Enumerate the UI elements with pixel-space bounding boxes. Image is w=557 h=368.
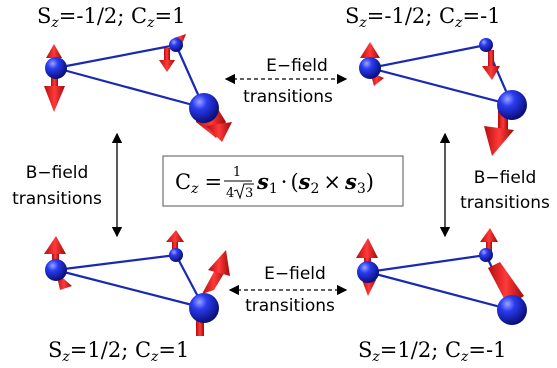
bonds xyxy=(367,253,513,312)
cz-value: 1 xyxy=(176,338,189,362)
sz-value: -1/2 xyxy=(384,4,425,28)
e-field-transition-top: E−field transitions xyxy=(224,56,348,107)
spin-arrow xyxy=(196,250,230,336)
svg-text:Sz=-1/2; Cz=-1: Sz=-1/2; Cz=-1 xyxy=(345,4,501,31)
fraction-denominator-coef: 4 xyxy=(226,186,234,201)
cz-value: -1 xyxy=(480,4,500,28)
state-label-top-left: Sz=-1/2; Cz=1 xyxy=(37,4,186,31)
atom xyxy=(479,38,493,52)
cz-value: -1 xyxy=(486,338,506,362)
bonds xyxy=(55,253,205,310)
svg-text:Cz=: Cz= xyxy=(175,170,222,197)
atom xyxy=(479,248,493,262)
arrow-label-line2: transitions xyxy=(460,193,550,213)
atom xyxy=(169,38,183,52)
molecule-top-right xyxy=(359,38,527,156)
state-label-bottom-left: Sz=1/2; Cz=1 xyxy=(48,338,189,365)
equation-frame xyxy=(162,155,404,207)
spin-arrow xyxy=(159,34,186,72)
atom xyxy=(169,248,183,262)
bonds xyxy=(55,43,206,110)
state-label-bottom-right: Sz=1/2; Cz=-1 xyxy=(358,338,506,365)
e-field-transition-bottom: E−field transitions xyxy=(228,264,348,316)
spin-arrow xyxy=(484,108,514,156)
atom xyxy=(45,259,67,281)
molecule-top-left xyxy=(44,34,232,142)
arrow-label-line1: B−field xyxy=(474,168,537,188)
svg-text:Sz=1/2; Cz=-1: Sz=1/2; Cz=-1 xyxy=(358,338,506,365)
sz-value: -1/2 xyxy=(76,4,117,28)
fraction-numerator: 1 xyxy=(233,165,241,180)
arrow-label-line2: transitions xyxy=(245,296,335,316)
b-field-transition-right: B−field transitions xyxy=(439,132,550,238)
atom xyxy=(189,293,219,323)
atom xyxy=(497,295,527,325)
arrow-label-line1: E−field xyxy=(264,264,326,284)
radical-sign xyxy=(233,183,254,200)
molecule-bottom-right xyxy=(356,228,527,325)
chirality-equation: Cz= 1 4 3 s1·(s2×s3) xyxy=(162,155,404,207)
state-label-top-right: Sz=-1/2; Cz=-1 xyxy=(345,4,501,31)
sz-value: 1/2 xyxy=(397,338,431,362)
atom xyxy=(189,93,219,123)
spin-arrow xyxy=(480,228,498,252)
svg-text:Sz=1/2; Cz=1: Sz=1/2; Cz=1 xyxy=(48,338,189,365)
sz-value: 1/2 xyxy=(87,338,121,362)
atom xyxy=(357,261,379,283)
b-field-transition-left: B−field transitions xyxy=(12,132,123,238)
arrow-label-line1: B−field xyxy=(26,163,89,183)
fraction-denominator-radicand: 3 xyxy=(245,186,253,201)
cz-value: 1 xyxy=(172,4,185,28)
svg-text:s1·(s2×s3): s1·(s2×s3) xyxy=(256,169,374,197)
atom xyxy=(359,57,381,79)
arrow-label-line2: transitions xyxy=(12,189,102,209)
atom xyxy=(497,90,527,120)
molecule-bottom-left xyxy=(44,230,230,336)
spin-arrow xyxy=(488,262,524,306)
atom xyxy=(45,57,67,79)
spin-arrow xyxy=(482,50,500,80)
arrow-label-line1: E−field xyxy=(266,56,328,76)
svg-text:Sz=-1/2; Cz=1: Sz=-1/2; Cz=1 xyxy=(37,4,186,31)
spin-arrow xyxy=(166,230,184,252)
arrow-label-line2: transitions xyxy=(243,87,333,107)
